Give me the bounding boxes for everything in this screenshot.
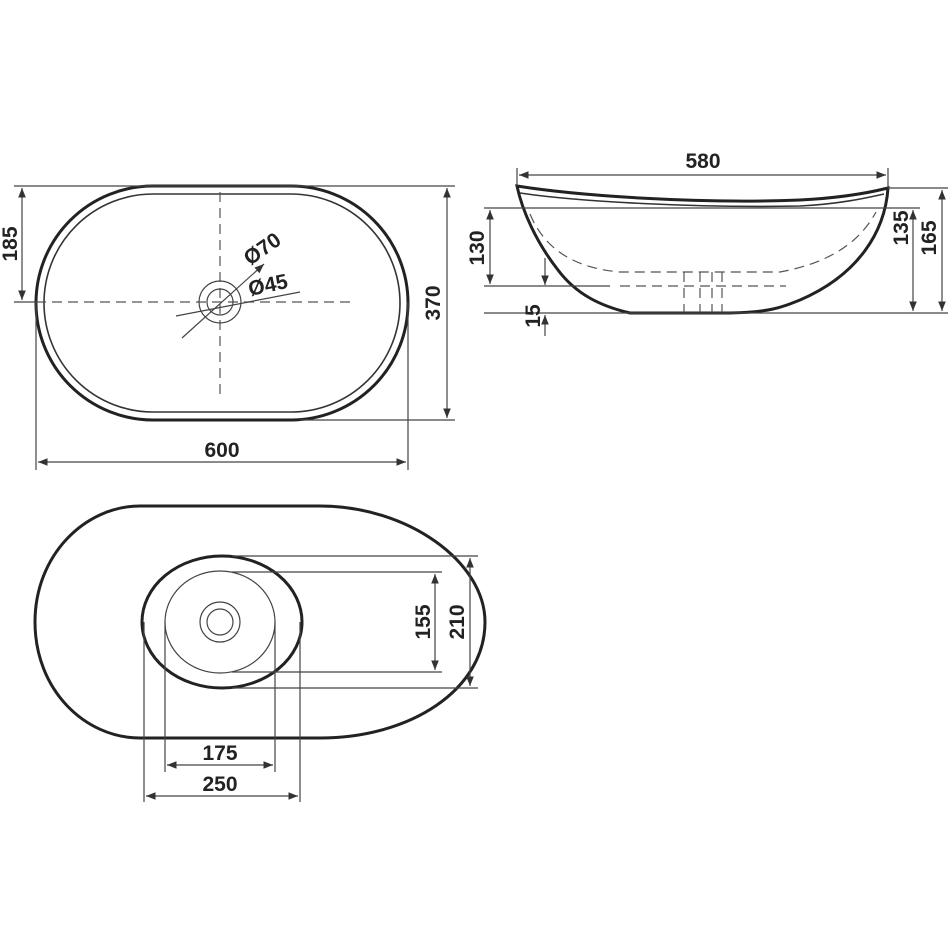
basin-rim-inner xyxy=(519,192,885,208)
dim-top-length: 580 xyxy=(685,150,720,173)
drain-outer-circle xyxy=(198,280,242,324)
drain-hidden-line xyxy=(683,272,723,312)
drain-leader-70 xyxy=(181,263,265,339)
base-foot-outline xyxy=(140,554,304,690)
base-inner-outline xyxy=(164,570,276,674)
dim-outer-width: 250 xyxy=(202,773,237,796)
bowl-hidden-line xyxy=(529,211,877,273)
drain-outer-circle-bottom xyxy=(199,601,241,643)
basin-outer-outline xyxy=(34,184,410,422)
bottom-view: 210 155 175 250 xyxy=(33,504,487,802)
dim-inner-height: 155 xyxy=(412,604,435,639)
drain-inner-circle xyxy=(206,288,234,316)
basin-side-profile xyxy=(515,184,890,315)
dim-drain-outer: Ø70 xyxy=(240,228,286,270)
top-view: Ø70 Ø45 185 370 600 xyxy=(0,184,455,470)
dim-total-height: 165 xyxy=(918,220,941,255)
basin-inner-outline xyxy=(43,193,401,413)
dim-overall-width: 370 xyxy=(422,285,445,320)
dim-half-width: 185 xyxy=(0,226,22,261)
dim-inner-width: 175 xyxy=(202,742,237,765)
dim-bowl-depth: 130 xyxy=(466,230,489,265)
dim-base-height: 15 xyxy=(522,304,545,328)
dim-overall-length: 600 xyxy=(204,439,239,462)
dim-rim-height: 135 xyxy=(890,210,913,245)
drain-leader-45 xyxy=(175,291,301,317)
dim-outer-height: 210 xyxy=(446,604,469,639)
drain-inner-circle-bottom xyxy=(206,608,234,636)
side-view: 580 130 15 135 165 xyxy=(466,150,948,336)
